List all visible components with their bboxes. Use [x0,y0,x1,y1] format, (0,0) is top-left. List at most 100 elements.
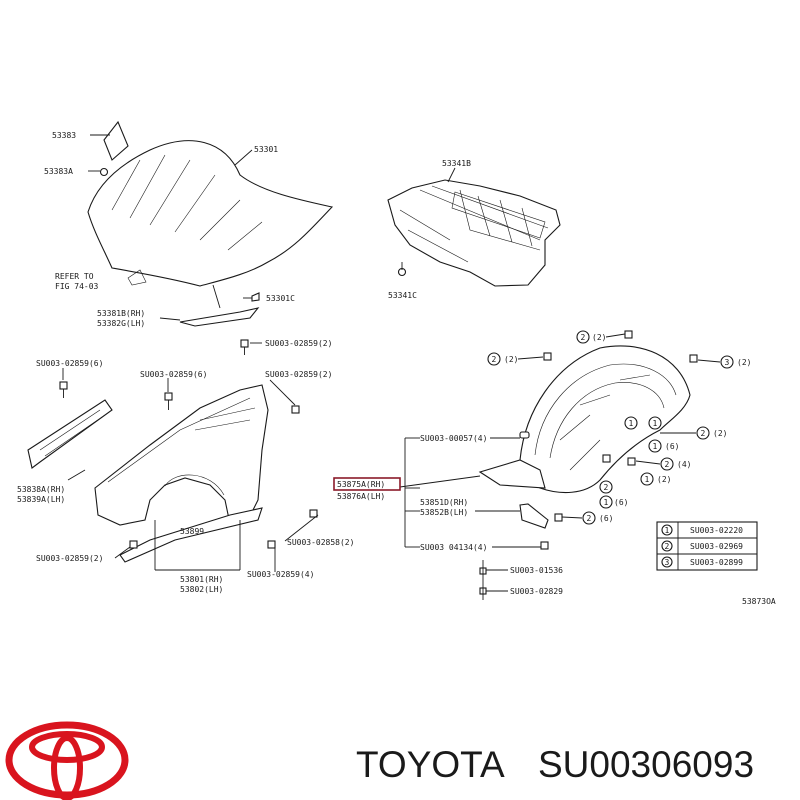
toyota-logo-icon [5,721,129,800]
svg-text:(2): (2) [504,355,518,364]
hood-seal-strip [179,307,260,327]
clip-icon [519,431,530,439]
label-su003-00057: SU003-00057(4) [420,434,487,443]
svg-text:(2): (2) [737,358,751,367]
callout-2-mid: 2 (4) [635,457,691,471]
label-su003-02829: SU003-02829 [510,587,563,596]
callout-2-top: 2 (2) [576,330,626,344]
fender-group: SU003-02859(2) SU003-02859(6) SU003-0285… [17,339,354,594]
legend-row: 2 SU003-02969 [661,540,743,552]
label-53876a: 53876A(LH) [337,492,385,501]
label-refer-to: REFER TO [55,272,94,281]
svg-text:2: 2 [665,460,670,469]
legend-row: 1 SU003-02220 [661,524,743,536]
svg-text:2: 2 [665,542,670,551]
label-53301: 53301 [254,145,278,154]
svg-text:(4): (4) [677,460,691,469]
hood-panel [87,140,334,287]
hood-insulator [387,179,561,287]
label-su003-02859-6-mid: SU003-02859(6) [140,370,207,379]
bolt-icon [129,540,138,549]
callout-1-d: 1 (2) [640,472,671,486]
hood-hinge-cap [99,167,109,177]
svg-text:(2): (2) [657,475,671,484]
clip-icon [602,454,611,463]
bolt-icon [267,540,276,549]
svg-text:1: 1 [604,498,609,507]
callout-1-a: 1 [648,416,662,430]
svg-text:2: 2 [587,514,592,523]
clip-icon [627,457,636,466]
hood-group: 53383 53383A 53301 REFER TO FIG 74-03 53… [44,120,334,328]
svg-text:2: 2 [581,333,586,342]
label-53383: 53383 [52,131,76,140]
bolt-icon [59,381,68,398]
label-53381b: 53381B(RH) [97,309,145,318]
callout-2-bottom: 2 (6) [561,511,613,525]
svg-text:SU003-02899: SU003-02899 [690,558,743,567]
label-53341b: 53341B [442,159,471,168]
liner-lower-flap [478,459,546,489]
label-su003-02859-4: SU003-02859(4) [247,570,314,579]
clip-icon [689,354,698,363]
label-su003-02859-6-left: SU003-02859(6) [36,359,103,368]
svg-text:2: 2 [492,355,497,364]
part-number: SU00306093 [538,744,754,785]
seal-strip [519,503,549,529]
label-53383a: 53383A [44,167,73,176]
callout-3: 3 (2) [697,355,751,369]
label-fig-74-03: FIG 74-03 [55,282,99,291]
clip-icon [624,330,633,339]
svg-text:2: 2 [701,429,706,438]
svg-text:SU003-02220: SU003-02220 [690,526,743,535]
bolt-icon [240,339,249,355]
svg-text:1: 1 [653,442,658,451]
label-su003-01536: SU003-01536 [510,566,563,575]
label-su003-02859-2-top: SU003-02859(2) [265,339,332,348]
hood-hinge [103,120,129,161]
label-53801: 53801(RH) [180,575,223,584]
clip-icon [543,352,552,361]
label-53839a: 53839A(LH) [17,495,65,504]
legend-table: 1 SU003-02220 2 SU003-02969 3 SU003-0289… [656,521,758,571]
svg-text:1: 1 [645,475,650,484]
svg-text:3: 3 [725,358,730,367]
label-su003-02859-2-low: SU003-02859(2) [36,554,103,563]
svg-text:(2): (2) [713,429,727,438]
brand-name: TOYOTA [356,744,505,785]
label-53851d: 53851D(RH) [420,498,468,507]
label-53899: 53899 [180,527,204,536]
svg-text:1: 1 [665,526,670,535]
label-su003-04134: SU003 04134(4) [420,543,487,552]
hood-bumper [251,292,260,302]
svg-text:(6): (6) [665,442,679,451]
label-53341c: 53341C [388,291,417,300]
label-53875a: 53875A(RH) [337,480,385,489]
svg-text:2: 2 [604,483,609,492]
front-fender [94,384,269,526]
label-53382g: 53382G(LH) [97,319,145,328]
bolt-icon [309,509,318,518]
callout-2-left: 2 (2) [487,352,544,366]
liner-group: SU003-00057(4) 53875A(RH) 53876A(LH) 538… [333,330,776,606]
label-53301c: 53301C [266,294,295,303]
callout-2-right: 2 (2) [660,426,727,440]
fender-extension [119,507,263,563]
label-su003-02858: SU003-02858(2) [287,538,354,547]
clip-icon [554,513,563,522]
diagram-code: 53873OA [742,597,776,606]
svg-text:1: 1 [629,419,634,428]
bolt-icon [164,392,173,410]
svg-text:(6): (6) [599,514,613,523]
svg-text:(2): (2) [592,333,606,342]
fender-liner [519,345,691,494]
callout-2-low: 2 1 (6) [599,480,628,509]
label-53852b: 53852B(LH) [420,508,468,517]
svg-text:SU003-02969: SU003-02969 [690,542,743,551]
svg-text:1: 1 [653,419,658,428]
bolt-icon [291,405,300,414]
highlight-box [333,477,401,491]
label-su003-02859-2-right: SU003-02859(2) [265,370,332,379]
